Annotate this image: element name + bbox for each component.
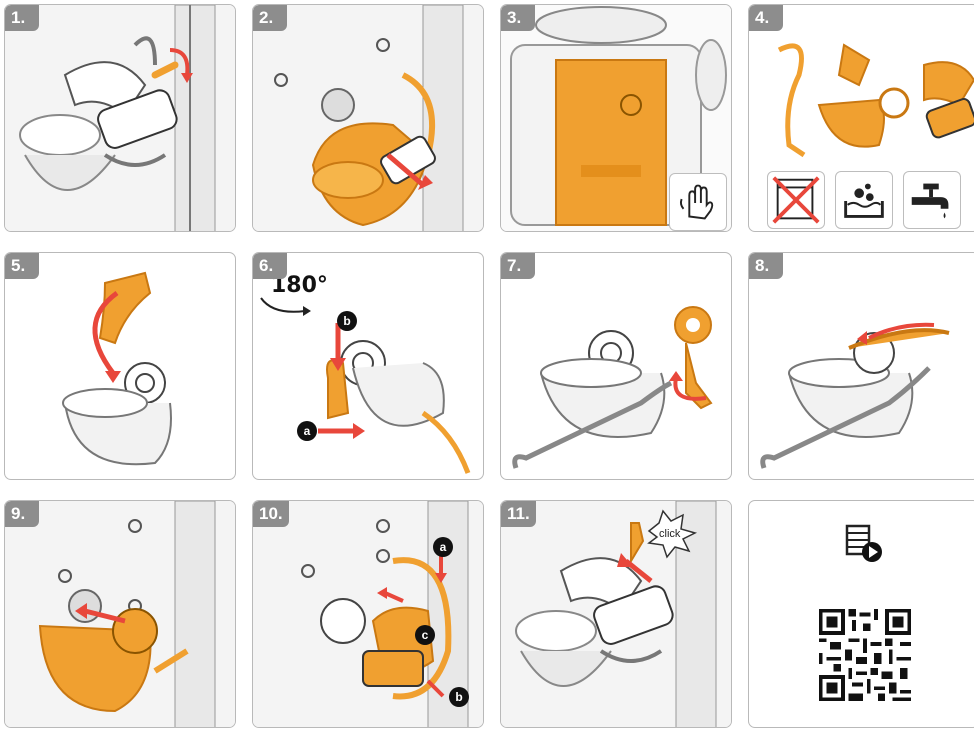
step-9-label: 9.	[5, 501, 39, 527]
no-dishwasher-icon	[767, 171, 825, 229]
tap-water-icon	[903, 171, 961, 229]
marker-c: c	[415, 625, 435, 645]
step-3-label: 3.	[501, 5, 535, 31]
step-2-label: 2.	[253, 5, 287, 31]
step-7-illustration	[501, 253, 732, 480]
marker-b: b	[337, 311, 357, 331]
step-3-panel: 3.	[500, 4, 732, 232]
step-4-label: 4.	[749, 5, 783, 31]
step-1-illustration	[5, 5, 236, 232]
step-8-panel: 8.	[748, 252, 974, 480]
video-icon[interactable]	[844, 523, 884, 563]
soak-water-icon	[835, 171, 893, 229]
step-9-panel: 9.	[4, 500, 236, 728]
step-9-illustration	[5, 501, 236, 728]
marker-a: a	[433, 537, 453, 557]
step-2-panel: 2.	[252, 4, 484, 232]
step-8-illustration	[749, 253, 974, 480]
click-label: click	[659, 528, 680, 540]
marker-b: b	[449, 687, 469, 707]
resources-panel	[748, 500, 974, 728]
step-11-panel: click 11.	[500, 500, 732, 728]
step-6-label: 6.	[253, 253, 287, 279]
step-10-panel: a b c 10.	[252, 500, 484, 728]
step-5-illustration	[5, 253, 236, 480]
marker-a: a	[297, 421, 317, 441]
step-7-label: 7.	[501, 253, 535, 279]
qr-code-icon[interactable]	[819, 609, 911, 701]
step-11-illustration	[501, 501, 732, 728]
step-7-panel: 7.	[500, 252, 732, 480]
step-6-panel: 180° a b 6.	[252, 252, 484, 480]
step-2-illustration	[253, 5, 484, 232]
step-4-panel: 4.	[748, 4, 974, 232]
step-1-label: 1.	[5, 5, 39, 31]
step-5-panel: 5.	[4, 252, 236, 480]
step-10-label: 10.	[253, 501, 289, 527]
step-11-label: 11.	[501, 501, 536, 527]
step-5-label: 5.	[5, 253, 39, 279]
step-8-label: 8.	[749, 253, 783, 279]
hand-wipe-icon	[669, 173, 727, 231]
step-1-panel: 1.	[4, 4, 236, 232]
